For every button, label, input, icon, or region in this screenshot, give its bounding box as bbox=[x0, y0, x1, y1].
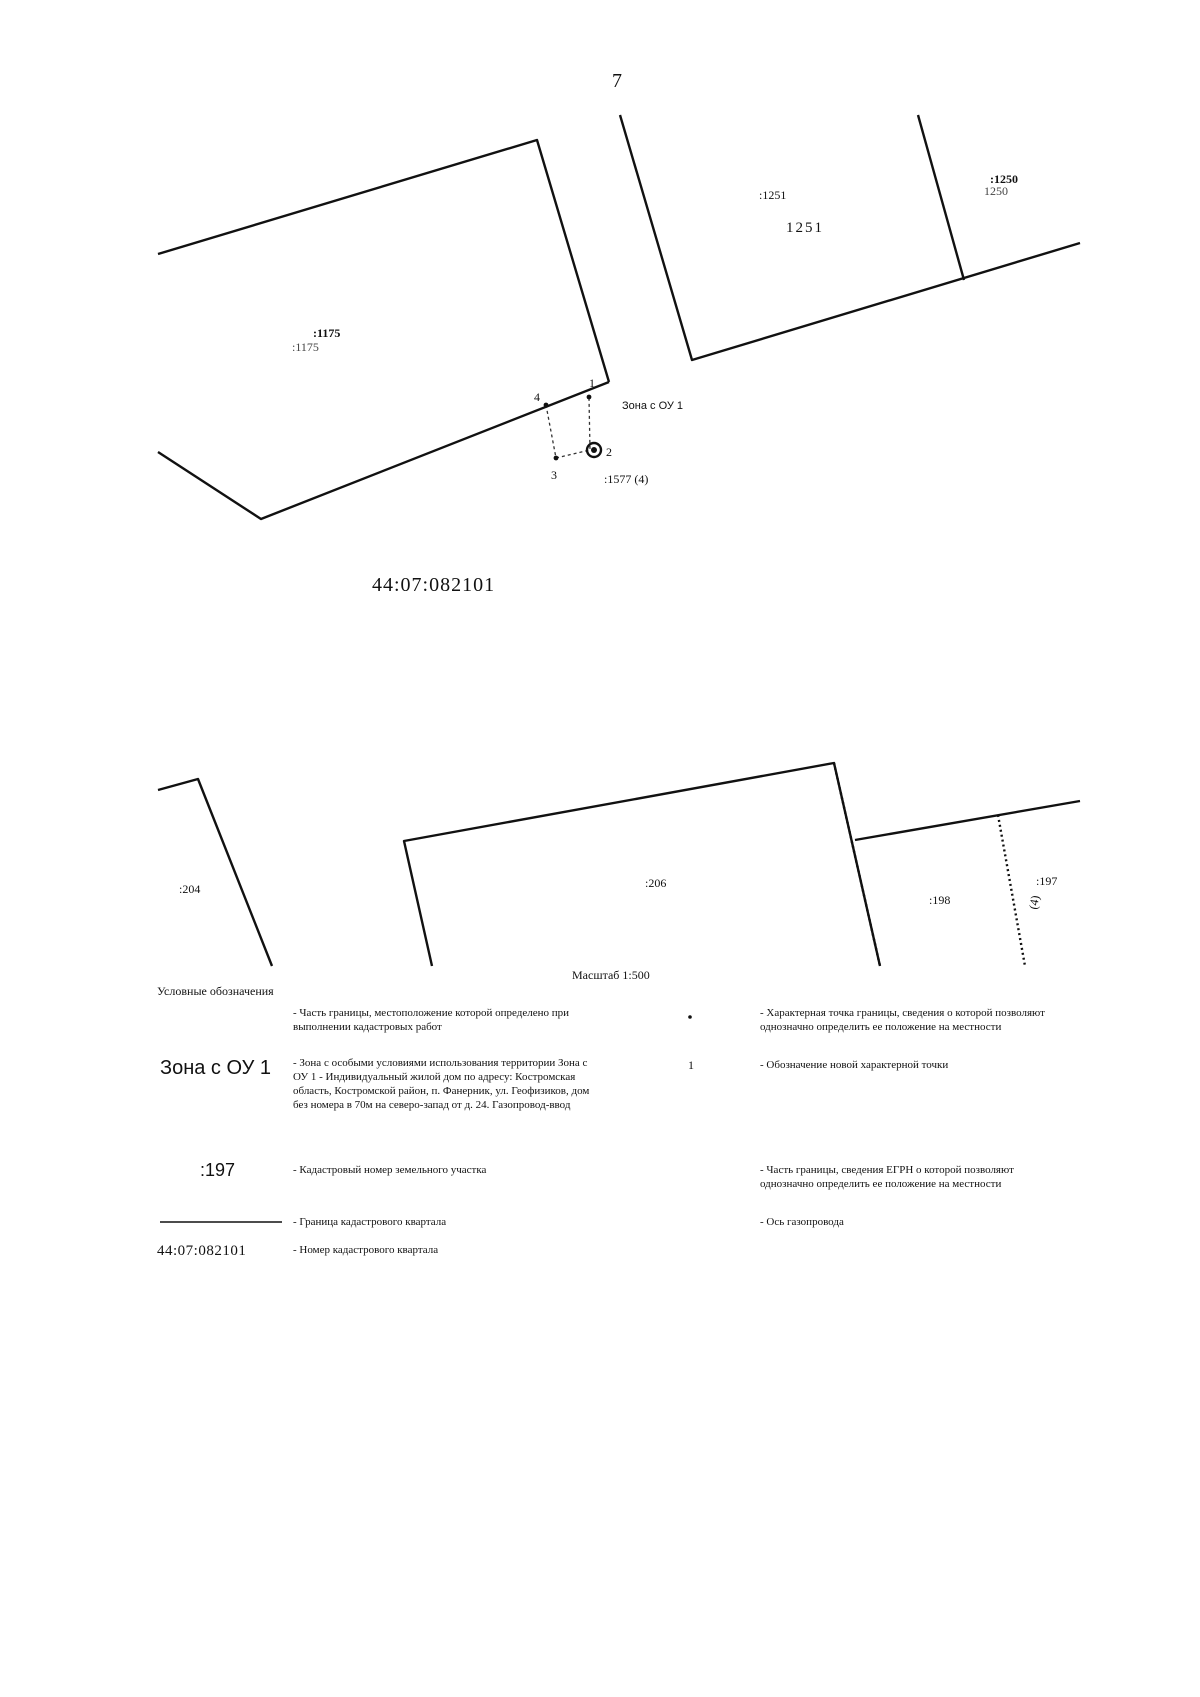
legend-new-point-text: - Обозначение новой характерной точки bbox=[760, 1059, 949, 1071]
legend-characteristic-point-text: - Характерная точка границы, сведения о … bbox=[760, 1007, 1045, 1033]
parcel-label: :1250 bbox=[990, 172, 1018, 186]
boundary-point-1 bbox=[586, 394, 592, 400]
legend-cadastral-number-text: - Кадастровый номер земельного участка bbox=[293, 1164, 487, 1176]
legend-quarter-number-text: - Номер кадастрового квартала bbox=[293, 1244, 439, 1256]
parcel-1175-south-boundary bbox=[157, 380, 610, 521]
parcel-1250-west-boundary bbox=[916, 114, 966, 281]
boundary-point-2 bbox=[585, 441, 603, 459]
parcel-label: :1175 bbox=[313, 326, 341, 340]
gas-axis-197 bbox=[996, 814, 1027, 967]
point-number: 2 bbox=[606, 445, 612, 459]
zone-label: Зона с ОУ 1 bbox=[622, 400, 684, 412]
parcel-label: :1251 bbox=[759, 188, 787, 202]
parcel-label: :1175 bbox=[292, 340, 319, 354]
page-number: 7 bbox=[612, 70, 622, 92]
new-part-boundary bbox=[545, 397, 591, 459]
parcel-206-boundary bbox=[402, 761, 882, 967]
legend-egrn-boundary-text: - Часть границы, сведения ЕГРН о которой… bbox=[760, 1164, 1014, 1190]
legend-characteristic-point-sample bbox=[688, 1015, 692, 1019]
parcel-label: :198 bbox=[929, 893, 951, 907]
boundary-point-4 bbox=[543, 402, 549, 408]
parcel-label: 1251 bbox=[786, 220, 824, 236]
parcel-1175-boundary bbox=[157, 138, 611, 383]
quarter-number: 44:07:082101 bbox=[372, 574, 496, 596]
parcel-label: :204 bbox=[179, 882, 201, 896]
gas-mark: (4) bbox=[1026, 894, 1043, 911]
legend-new-point-symbol: 1 bbox=[688, 1058, 694, 1072]
legend-zone-symbol: Зона с ОУ 1 bbox=[160, 1057, 271, 1079]
legend-title: Условные обозначения bbox=[157, 984, 274, 998]
legend-gas-axis-text: - Ось газопровода bbox=[760, 1216, 844, 1228]
parcel-label: :206 bbox=[645, 876, 667, 890]
point-number: 4 bbox=[534, 390, 540, 404]
legend-quarter-number-symbol: 44:07:082101 bbox=[157, 1243, 247, 1259]
parcel-204-boundary bbox=[157, 777, 274, 967]
parcel-198-north-boundary bbox=[854, 799, 1081, 842]
point-number: 3 bbox=[551, 468, 557, 482]
map-scale: Масштаб 1:500 bbox=[572, 968, 650, 982]
legend-quarter-boundary-text: - Граница кадастрового квартала bbox=[293, 1216, 447, 1228]
legend-zone-text: - Зона с особыми условиями использования… bbox=[293, 1057, 590, 1111]
part-label: :1577 (4) bbox=[604, 472, 649, 486]
parcel-1251-boundary bbox=[618, 114, 1081, 362]
parcel-label: :197 bbox=[1036, 874, 1058, 888]
point-number: 1 bbox=[589, 376, 595, 390]
parcel-label: 1250 bbox=[984, 184, 1008, 198]
legend-cadastral-number-symbol: :197 bbox=[200, 1160, 236, 1180]
legend-dotted-boundary-text: - Часть границы, местоположение которой … bbox=[293, 1007, 570, 1033]
boundary-point-3 bbox=[553, 455, 559, 461]
